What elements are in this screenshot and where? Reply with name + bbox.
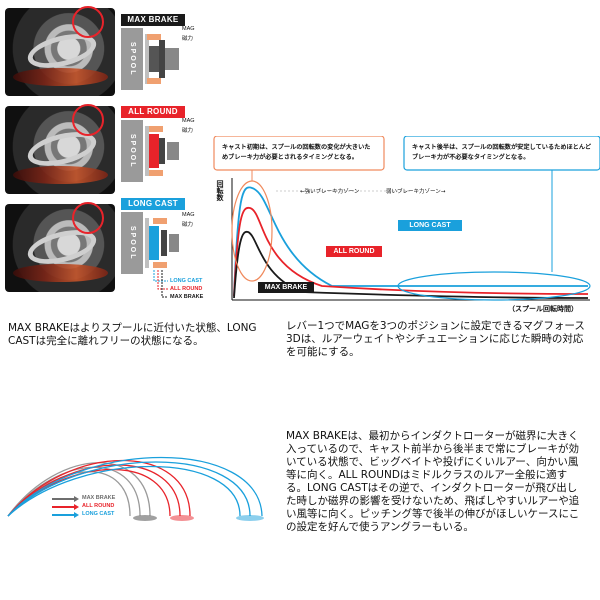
mag-label: MAG xyxy=(182,212,195,218)
reel-photo-long-cast xyxy=(5,204,115,292)
magnet-force-label: 磁力 xyxy=(182,128,194,134)
caption-right: レバー1つでMAGを3つのポジションに設定できるマグフォース3Dは、ルアーウェイ… xyxy=(286,320,585,358)
legend-connector-lines xyxy=(153,270,168,298)
callout-early-cast: キャスト初期は、スプールの回転数の変化が大きいためブレーキ力が必要とされるタイミ… xyxy=(222,144,371,161)
chart-zone-strong: ←強いブレーキ力ゾーン xyxy=(300,189,360,195)
legend-max-brake: MAX BRAKE xyxy=(170,294,204,300)
mode-tag-max-brake: MAX BRAKE xyxy=(121,14,185,26)
magnet-force-label: 磁力 xyxy=(182,222,194,228)
mechanism-max-brake xyxy=(145,34,179,84)
highlight-circle xyxy=(72,104,104,136)
spool-bar: SPOOL xyxy=(121,120,143,182)
chart-xlabel: （スプール回転時間） xyxy=(508,305,578,313)
trajectory-legend-long-cast: LONG CAST xyxy=(82,511,115,517)
mechanism-long-cast xyxy=(145,218,179,268)
legend-long-cast: LONG CAST xyxy=(170,278,203,284)
mechanism-all-round xyxy=(145,126,179,176)
mag-label: MAG xyxy=(182,118,195,124)
caption-left: MAX BRAKEはよりスプールに近付いた状態、LONG CASTは完全に離れフ… xyxy=(8,322,257,347)
mode-tag-long-cast: LONG CAST xyxy=(121,198,185,210)
spool-bar: SPOOL xyxy=(121,212,143,274)
series-tag-long-cast: LONG CAST xyxy=(409,222,451,229)
spool-bar: SPOOL xyxy=(121,28,143,90)
mode-tag-all-round: ALL ROUND xyxy=(121,106,185,118)
cast-trajectory-diagram xyxy=(7,456,264,521)
trajectory-legend-max-brake: MAX BRAKE xyxy=(82,495,116,501)
highlight-circle xyxy=(72,6,104,38)
highlight-circle xyxy=(72,202,104,234)
series-tag-max-brake: MAX BRAKE xyxy=(264,284,308,291)
chart-zone-weak: 弱いブレーキ力ゾーン→ xyxy=(386,189,446,195)
legend-all-round: ALL ROUND xyxy=(170,286,203,292)
caption-bottom: MAX BRAKEは、最初からインダクトローターが磁界に大きく入っているので、キ… xyxy=(286,430,580,533)
trajectory-legend-all-round: ALL ROUND xyxy=(82,503,115,509)
rpm-chart xyxy=(213,136,600,301)
curve-all-round xyxy=(233,206,589,297)
magnet-force-label: 磁力 xyxy=(182,36,194,42)
chart-ylabel: 回転数 xyxy=(216,180,224,201)
curve-long-cast xyxy=(233,186,588,297)
mag-label: MAG xyxy=(182,26,195,32)
callout-late-cast: キャスト後半は、スプールの回転数が安定しているためほとんどブレーキ力が不必要なタ… xyxy=(412,144,592,161)
series-tag-all-round: ALL ROUND xyxy=(333,248,375,255)
